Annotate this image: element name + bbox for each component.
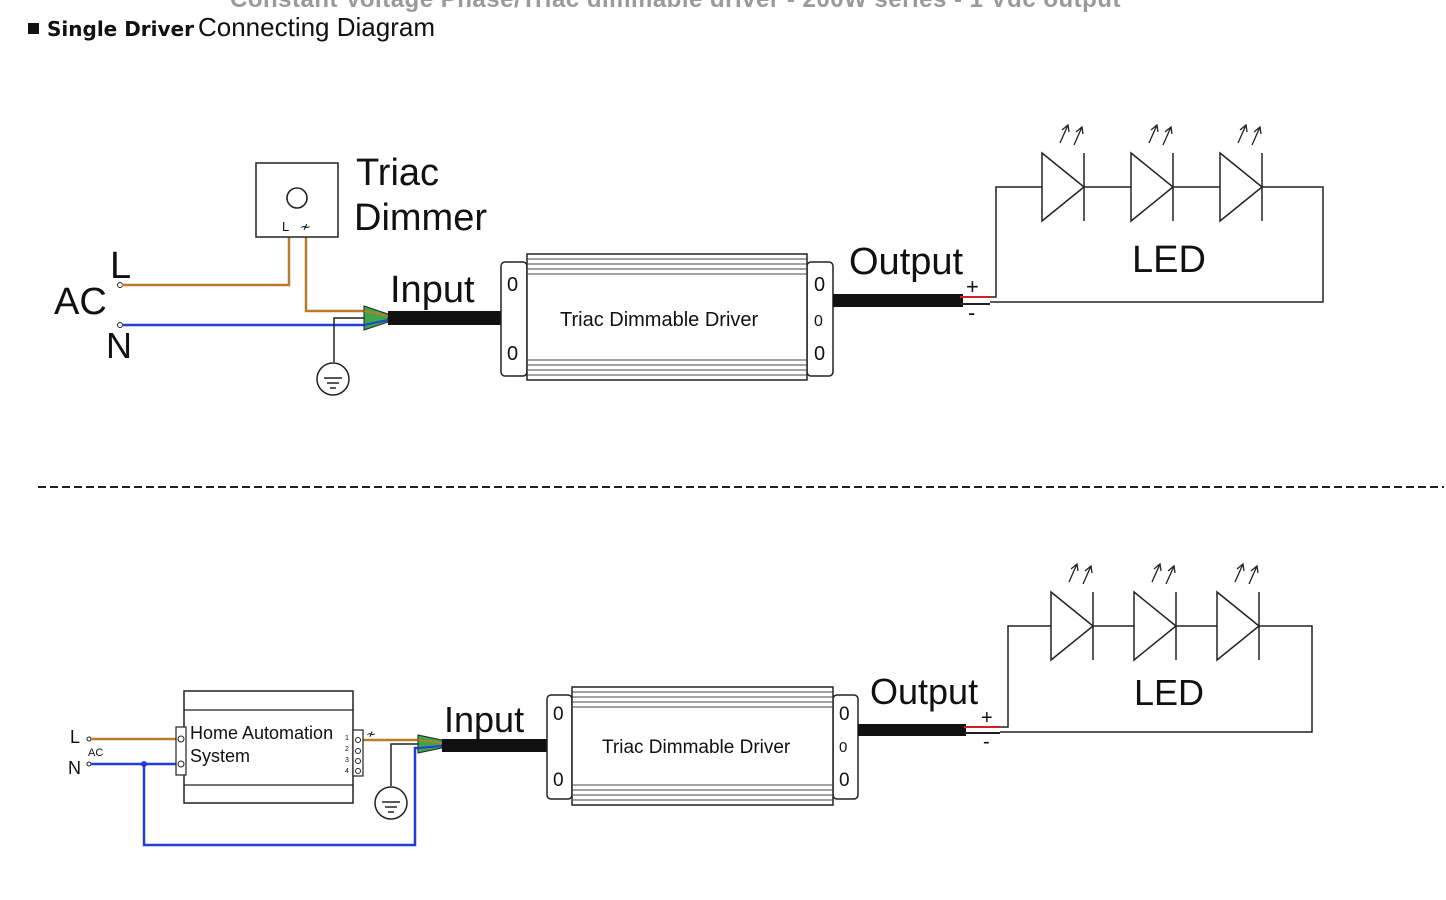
mount-hole-7: 0: [553, 770, 564, 791]
input-cable-2: [442, 739, 572, 752]
diagram-2: L N AC 1 2 3 4 ≁ Home Automation System: [68, 563, 1313, 847]
led-diode-5: [1133, 563, 1177, 661]
mount-hole-8: 0: [839, 704, 850, 725]
output-label-2: Output: [870, 671, 978, 712]
output-plus: +: [966, 274, 979, 299]
n-terminal: [117, 322, 123, 328]
dimmer-title-line2: Dimmer: [354, 197, 487, 239]
l-terminal: [117, 282, 123, 288]
mount-hole-1: 0: [507, 274, 518, 296]
dimmed-wire: [304, 237, 366, 313]
mount-hole-5: 0: [814, 343, 825, 365]
driver-label: Triac Dimmable Driver: [560, 309, 759, 331]
dimmer-terminal-l: L: [282, 219, 289, 234]
mount-hole-10: 0: [839, 770, 850, 791]
automation-label-line2: System: [190, 746, 250, 766]
input-label: Input: [390, 269, 475, 311]
input-label-2: Input: [444, 699, 524, 740]
mount-hole-2: 0: [507, 343, 518, 365]
terminal-1: 1: [345, 735, 349, 742]
l-label: L: [110, 245, 131, 287]
led-diode-3: [1219, 124, 1263, 222]
led-diode-4: [1050, 563, 1094, 661]
mount-hole-3: 0: [814, 274, 825, 296]
led-diode-2: [1130, 124, 1174, 222]
mount-hole-6: 0: [553, 704, 564, 725]
ground-icon: [316, 362, 350, 396]
output-cable: [833, 294, 963, 307]
ac-label: AC: [54, 281, 107, 323]
led-label-2: LED: [1134, 672, 1204, 713]
terminal-2: 2: [345, 746, 349, 753]
earth-wire: [333, 317, 366, 362]
terminal-4: 4: [345, 768, 349, 775]
driver-box: [526, 253, 808, 381]
led-diode-6: [1216, 563, 1260, 661]
bullet-icon: [28, 23, 39, 34]
n-label-2: N: [68, 758, 81, 778]
led-label: LED: [1132, 239, 1206, 281]
output-minus-2: -: [983, 731, 990, 753]
output-plus-2: +: [981, 707, 993, 729]
driver2-label: Triac Dimmable Driver: [602, 737, 791, 758]
n-label: N: [106, 325, 132, 366]
automation-label-line1: Home Automation: [190, 723, 333, 743]
neutral-loop-wire: [142, 746, 420, 847]
output-cable-2: [858, 724, 966, 736]
mount-hole-4: 0: [814, 313, 823, 330]
dimmer-knob-icon: [286, 187, 308, 209]
ac-label-2: AC: [88, 747, 103, 759]
led-diode-1: [1041, 124, 1085, 222]
terminal-3: 3: [345, 757, 349, 764]
diagram-1: AC L N L ≁ Triac Dimmer Input 0 0 0 0: [54, 124, 1324, 396]
heading-rest: Connecting Diagram: [197, 12, 435, 42]
dimmer-terminal-dim: ≁: [300, 219, 311, 234]
earth-wire-2: [390, 743, 420, 786]
l-label-2: L: [70, 727, 80, 747]
output-minus: -: [968, 300, 975, 325]
input-connector: [363, 305, 389, 331]
input-cable: [388, 311, 506, 325]
page-header-cutoff: Constant Voltage Phase/Triac dimmable dr…: [230, 0, 1121, 14]
output-label: Output: [849, 241, 964, 283]
line-wire: [122, 237, 291, 287]
ground-icon-2: [374, 786, 408, 820]
mount-hole-9: 0: [839, 739, 847, 756]
terminal-dim: ≁: [366, 727, 376, 741]
input-connector-2: [417, 734, 443, 754]
heading-bold: Single Driver: [47, 17, 194, 41]
dimmer-title-line1: Triac: [356, 152, 439, 194]
